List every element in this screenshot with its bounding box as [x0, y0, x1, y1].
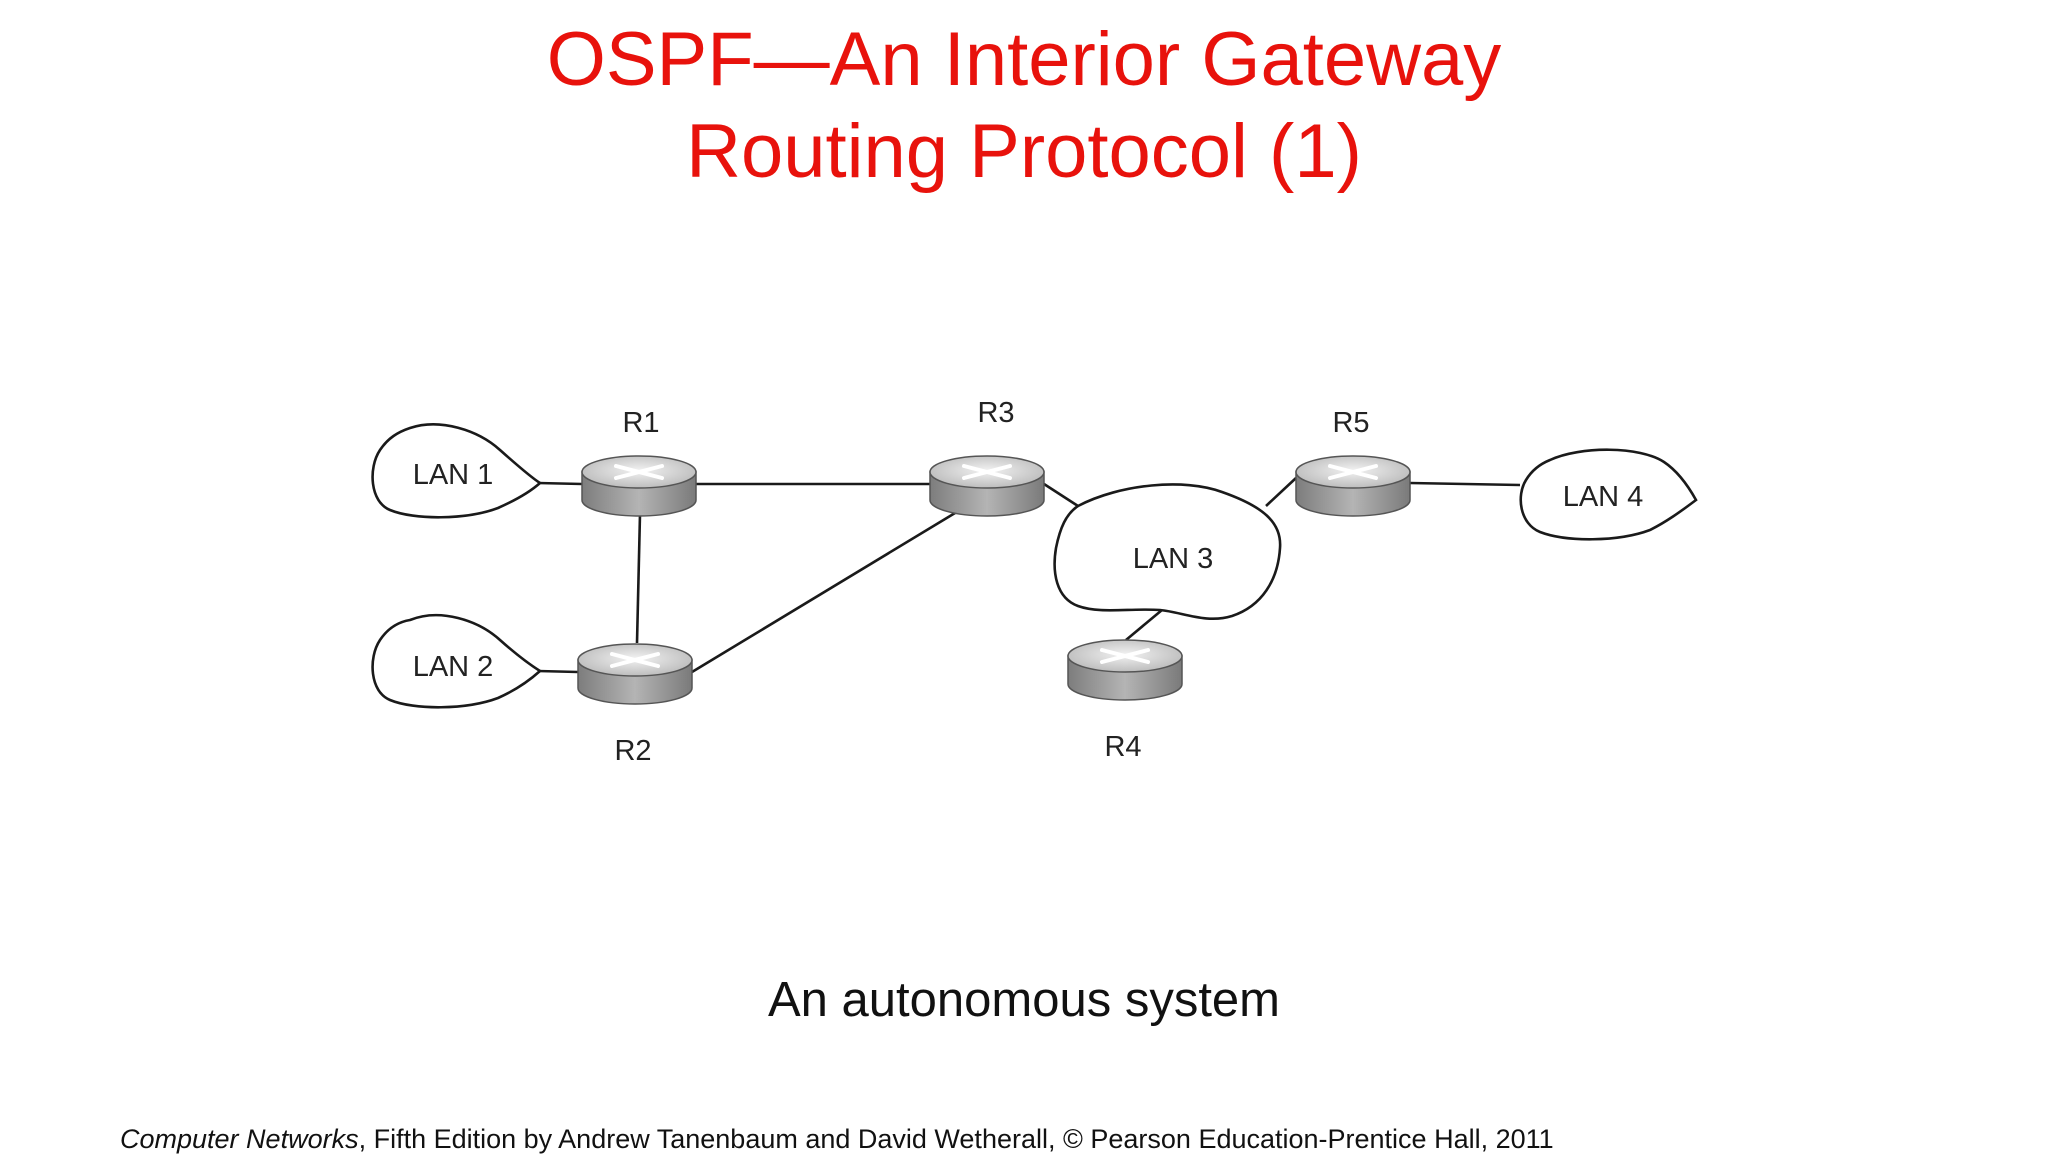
- link-lan3-r5: [1265, 477, 1297, 507]
- diagram-caption: An autonomous system: [767, 973, 1281, 1027]
- slide-title: OSPF—An Interior Gateway Routing Protoco…: [0, 14, 2048, 198]
- link-r5-lan4: [1409, 481, 1521, 487]
- router-r3-arrows-icon: [962, 464, 1012, 480]
- footer-citation-rest: , Fifth Edition by Andrew Tanenbaum and …: [358, 1124, 1554, 1154]
- lan-2: LAN 2: [371, 613, 543, 709]
- link-lan1-r1: [537, 481, 583, 486]
- router-r3: [929, 455, 1045, 517]
- lan-3: LAN 3: [1053, 483, 1282, 620]
- lan-3-cloud: [1053, 483, 1282, 620]
- link-r2-r3: [691, 508, 961, 674]
- lan-1-cloud: [371, 423, 543, 519]
- footer-book-title: Computer Networks: [120, 1124, 359, 1154]
- link-r3-lan3: [1043, 482, 1079, 508]
- lan-2-cloud: [371, 613, 543, 709]
- lan-4-cloud: [1519, 448, 1698, 541]
- lan-4-label: LAN 4: [1563, 481, 1644, 513]
- router-r5-label: R5: [1332, 407, 1369, 439]
- link-lan3-r4: [1125, 609, 1163, 641]
- links: [537, 477, 1521, 674]
- router-r1: [581, 455, 697, 517]
- lan-4: LAN 4: [1519, 448, 1698, 541]
- lan-1: LAN 1: [371, 423, 543, 519]
- router-r4-label: R4: [1104, 731, 1141, 763]
- router-r3-label: R3: [977, 397, 1014, 429]
- lan-1-label: LAN 1: [413, 459, 494, 491]
- link-r1-r2: [635, 513, 642, 644]
- router-r4: [1067, 639, 1183, 701]
- router-r4-arrows-icon: [1100, 648, 1150, 664]
- router-r5-arrows-icon: [1328, 464, 1378, 480]
- router-r2: [577, 643, 693, 705]
- router-r2-label: R2: [614, 735, 651, 767]
- router-r2-arrows-icon: [610, 652, 660, 668]
- lan-3-label: LAN 3: [1133, 543, 1214, 575]
- link-lan2-r2: [537, 669, 579, 674]
- router-r5: [1295, 455, 1411, 517]
- title-line-1: OSPF—An Interior Gateway: [546, 17, 1502, 102]
- footer-citation: Computer Networks, Fifth Edition by Andr…: [120, 1124, 1554, 1155]
- title-line-2: Routing Protocol (1): [686, 109, 1362, 194]
- router-r1-label: R1: [622, 407, 659, 439]
- router-r1-arrows-icon: [614, 464, 664, 480]
- lan-2-label: LAN 2: [413, 651, 494, 683]
